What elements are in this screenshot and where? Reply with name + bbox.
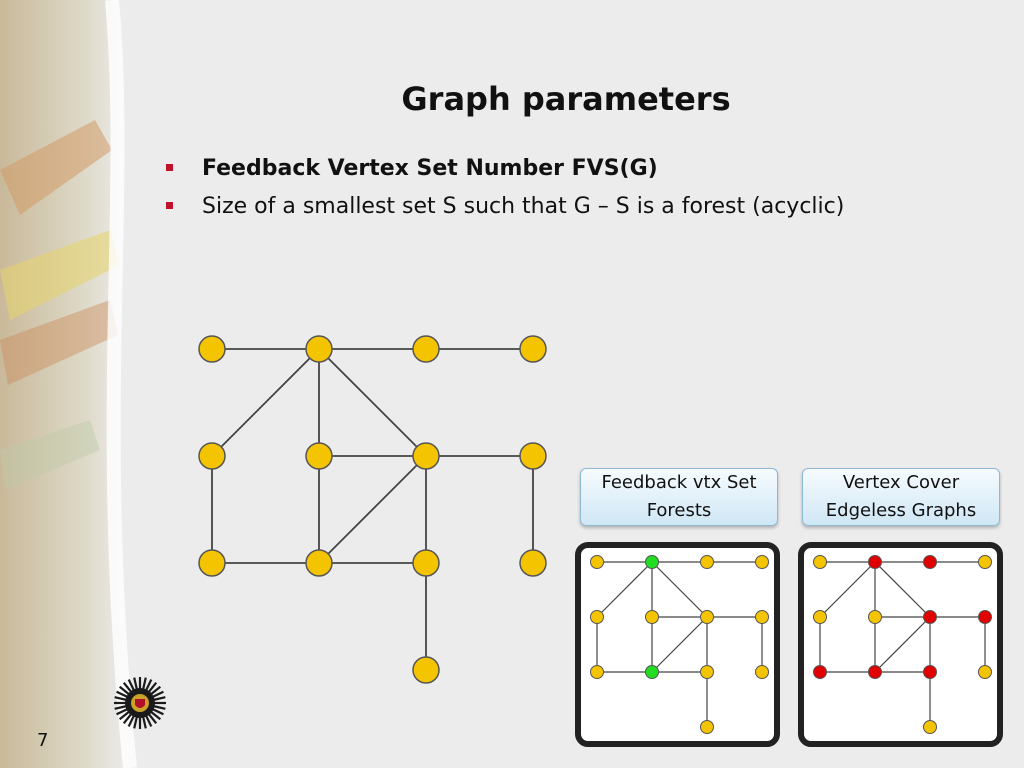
graph-edge	[874, 616, 931, 673]
graph-vertex	[755, 665, 769, 679]
graph-vertex-highlighted	[868, 665, 882, 679]
graph-vertex	[412, 335, 440, 363]
graph-edge	[874, 561, 931, 618]
graph-vertex-highlighted	[645, 665, 659, 679]
bullet-list: Feedback Vertex Set Number FVS(G) Size o…	[164, 150, 844, 226]
vc-example-panel	[798, 542, 1003, 747]
bullet-item: Size of a smallest set S such that G – S…	[164, 188, 844, 226]
graph-vertex	[755, 610, 769, 624]
bullet-text: Size of a smallest set S such that G – S…	[202, 194, 845, 219]
bullet-square-icon	[166, 164, 173, 171]
graph-vertex	[305, 549, 333, 577]
graph-vertex	[519, 442, 547, 470]
graph-vertex-highlighted	[813, 665, 827, 679]
graph-vertex	[519, 335, 547, 363]
fvs-label-box: Feedback vtx Set Forests	[580, 468, 778, 526]
graph-vertex	[519, 549, 547, 577]
graph-vertex	[198, 549, 226, 577]
fvs-example-panel	[575, 542, 780, 747]
main-graph	[198, 335, 547, 684]
graph-edge	[651, 616, 708, 673]
graph-vertex-highlighted	[923, 665, 937, 679]
graph-vertex	[305, 335, 333, 363]
vc-label-box: Vertex Cover Edgeless Graphs	[802, 468, 1000, 526]
graph-vertex	[700, 610, 714, 624]
graph-vertex	[813, 555, 827, 569]
graph-edge	[819, 561, 876, 618]
vc-label-line2: Edgeless Graphs	[825, 500, 977, 521]
graph-vertex-highlighted	[868, 555, 882, 569]
graph-vertex	[198, 442, 226, 470]
graph-vertex	[590, 665, 604, 679]
bullet-square-icon	[166, 202, 173, 209]
vc-graph	[813, 555, 992, 734]
graph-vertex	[755, 555, 769, 569]
graph-vertex-highlighted	[923, 555, 937, 569]
graph-vertex	[978, 555, 992, 569]
graph-vertex	[868, 610, 882, 624]
fvs-graph	[590, 555, 769, 734]
graph-vertex	[590, 555, 604, 569]
graph-vertex-highlighted	[978, 610, 992, 624]
graph-vertex	[645, 610, 659, 624]
fvs-label-line2: Forests	[646, 500, 712, 521]
graph-vertex	[700, 720, 714, 734]
bullet-text: Feedback Vertex Set Number FVS(G)	[202, 156, 658, 181]
graph-vertex	[700, 665, 714, 679]
graph-vertex	[412, 656, 440, 684]
graph-vertex	[412, 442, 440, 470]
graph-edge	[318, 348, 427, 457]
graph-edge	[651, 561, 708, 618]
bullet-item: Feedback Vertex Set Number FVS(G)	[164, 150, 844, 188]
page-number: 7	[37, 730, 49, 751]
graph-vertex-highlighted	[923, 610, 937, 624]
graph-vertex-highlighted	[645, 555, 659, 569]
graph-edge	[318, 455, 427, 564]
graph-vertex	[305, 442, 333, 470]
vc-label-line1: Vertex Cover	[842, 472, 960, 493]
graph-vertex	[923, 720, 937, 734]
slide-title: Graph parameters	[401, 80, 731, 118]
graph-vertex	[700, 555, 714, 569]
graph-edge	[596, 561, 653, 618]
graph-edge	[211, 348, 320, 457]
graph-vertex	[198, 335, 226, 363]
graph-vertex	[590, 610, 604, 624]
graph-vertex	[412, 549, 440, 577]
fvs-label-line1: Feedback vtx Set	[601, 472, 757, 493]
graph-vertex	[978, 665, 992, 679]
university-seal-icon	[114, 677, 166, 729]
graph-vertex	[813, 610, 827, 624]
